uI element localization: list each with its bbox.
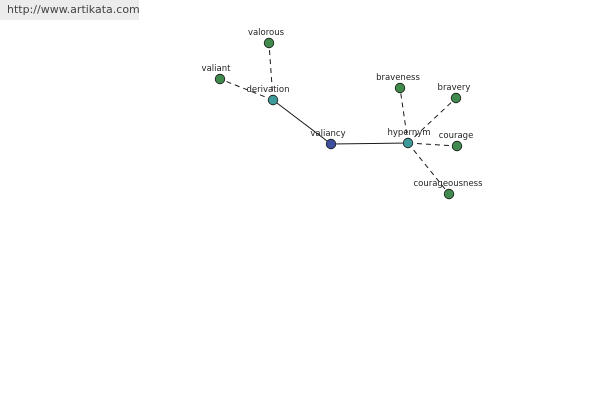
edge-derivation-valorous bbox=[268, 42, 274, 101]
edge-valiancy-hypernym bbox=[330, 142, 409, 145]
node-bravery[interactable] bbox=[450, 92, 462, 104]
label-valorous: valorous bbox=[248, 28, 285, 38]
node-braveness[interactable] bbox=[394, 82, 406, 94]
node-derivation[interactable] bbox=[267, 94, 279, 106]
label-valiant: valiant bbox=[202, 64, 232, 74]
label-valiancy: valiancy bbox=[310, 129, 345, 139]
edge-hypernym-braveness bbox=[399, 87, 409, 144]
node-valiant[interactable] bbox=[214, 73, 226, 85]
node-courageousness[interactable] bbox=[443, 188, 455, 200]
edge-hypernym-courage bbox=[407, 142, 458, 147]
graph-nodes bbox=[214, 37, 463, 200]
graph-edges bbox=[219, 42, 458, 195]
node-hypernym[interactable] bbox=[402, 137, 414, 149]
node-valorous[interactable] bbox=[263, 37, 275, 49]
label-courage: courage bbox=[439, 131, 474, 141]
edge-valiancy-derivation bbox=[272, 99, 332, 145]
graph-labels: valiancy derivation hypernym valorous valian… bbox=[202, 28, 484, 189]
node-valiancy[interactable] bbox=[325, 138, 337, 150]
node-courage[interactable] bbox=[451, 140, 463, 152]
edge-hypernym-bravery bbox=[407, 97, 457, 144]
label-derivation: derivation bbox=[246, 85, 289, 95]
edge-derivation-valiant bbox=[219, 78, 274, 101]
label-courageousness: courageousness bbox=[413, 179, 483, 189]
edge-hypernym-courageousness bbox=[407, 142, 450, 195]
label-bravery: bravery bbox=[438, 83, 471, 93]
label-hypernym: hypernym bbox=[387, 128, 430, 138]
site-watermark: http://www.artikata.com bbox=[0, 0, 140, 20]
label-braveness: braveness bbox=[376, 73, 420, 83]
